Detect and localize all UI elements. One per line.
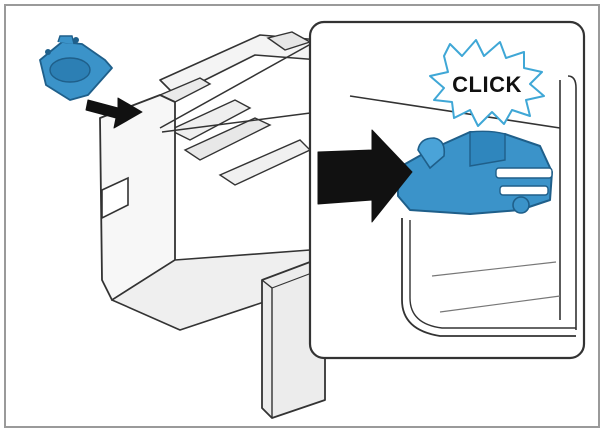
click-label: CLICK (452, 72, 522, 97)
blue-insert-part (39, 35, 113, 101)
zoom-guide-lines (159, 39, 319, 133)
starburst-icon (429, 39, 545, 127)
detail-inset: CLICK (308, 20, 586, 360)
arrow-right-icon (85, 97, 143, 129)
blue-clip-detail (397, 130, 553, 215)
arrow-right-icon (317, 129, 413, 223)
